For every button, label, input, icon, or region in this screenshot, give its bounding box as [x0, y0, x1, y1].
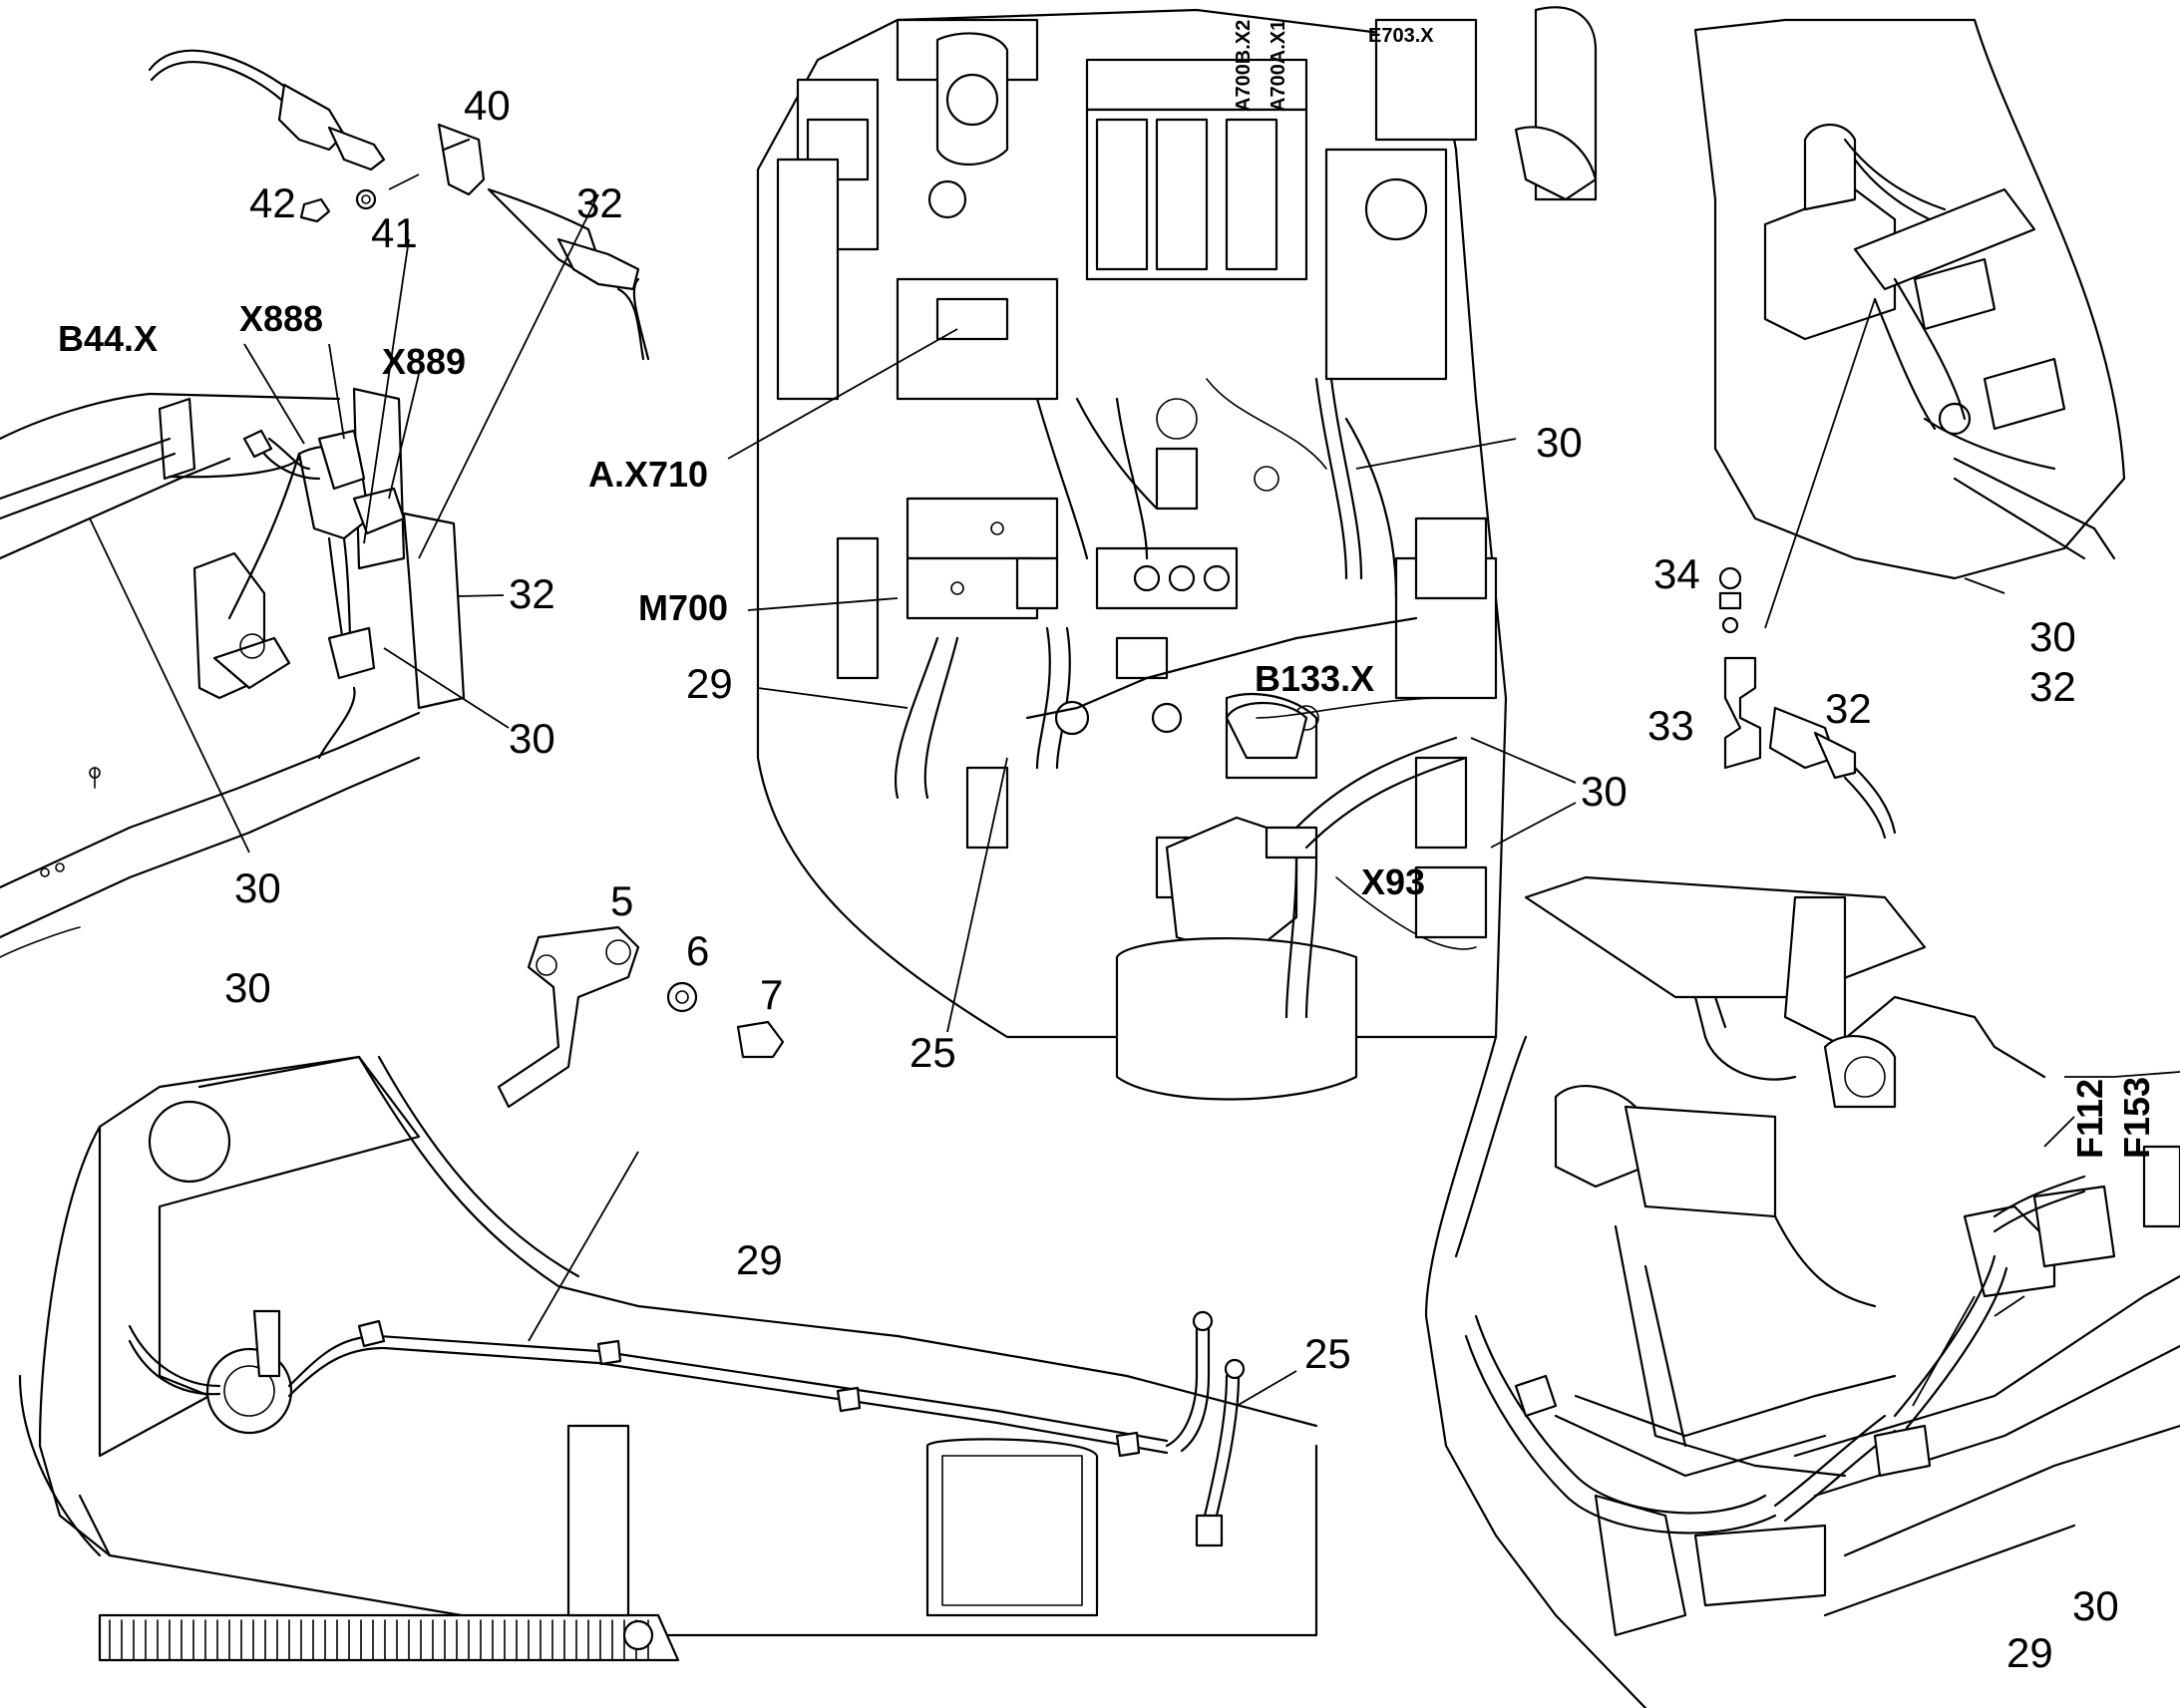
callout-25-lower-frame: 25: [1304, 1330, 1351, 1377]
sensor-detail-top-left: [148, 49, 650, 361]
callout-30-engine-top: 30: [1536, 419, 1583, 466]
callout-40: 40: [464, 82, 511, 129]
label-x93: X93: [1361, 861, 1425, 902]
callout-29-body: 29: [2006, 1629, 2053, 1676]
callout-30-engine-right: 30: [1581, 768, 1628, 815]
label-f153: F153: [2116, 1077, 2157, 1159]
label-x889: X889: [382, 341, 466, 382]
callout-32-left: 32: [509, 570, 555, 617]
callout-42: 42: [249, 179, 296, 226]
label-e703x: E703.X: [1368, 25, 1434, 47]
callout-41: 41: [371, 209, 418, 256]
label-f112: F112: [2069, 1079, 2110, 1159]
machine-body-lower-right: [1424, 875, 2180, 1708]
label-b44x: B44.X: [58, 318, 158, 359]
label-a700ax1: A700A.X1: [1268, 20, 1289, 112]
label-ax710: A.X710: [588, 454, 708, 495]
callout-33: 33: [1647, 702, 1694, 749]
callout-30-body: 30: [2072, 1582, 2119, 1629]
callout-32-right: 32: [1825, 685, 1872, 732]
engine-assembly-center: [756, 6, 1598, 1101]
callout-labels: 40 42 41 32 B44.X X888 X889 32 30 30 A.X…: [58, 20, 2157, 1676]
callout-29-engine: 29: [686, 660, 733, 707]
lower-frame-harness: [18, 925, 1318, 1662]
callout-29-lower-frame: 29: [736, 1236, 783, 1283]
callout-30-left-bottom: 30: [234, 864, 281, 911]
callout-6: 6: [686, 927, 709, 974]
label-b133x: B133.X: [1255, 658, 1374, 699]
label-x888: X888: [239, 298, 323, 339]
label-a700bx2: A700B.X2: [1233, 20, 1255, 112]
callout-30-right: 30: [2029, 613, 2076, 660]
callout-32-top-left: 32: [576, 179, 623, 226]
sensor-detail-top-right: [1693, 18, 2126, 840]
callout-7: 7: [760, 971, 783, 1018]
callout-34: 34: [1653, 550, 1700, 597]
callout-25-engine: 25: [909, 1029, 956, 1076]
label-m700: M700: [638, 587, 728, 628]
leader-lines: [89, 193, 2180, 1407]
callout-30-left-frame: 30: [509, 715, 555, 762]
callout-30-lower-frame: 30: [224, 964, 271, 1011]
callout-32-right-stack: 32: [2029, 663, 2076, 710]
callout-5: 5: [610, 877, 633, 924]
